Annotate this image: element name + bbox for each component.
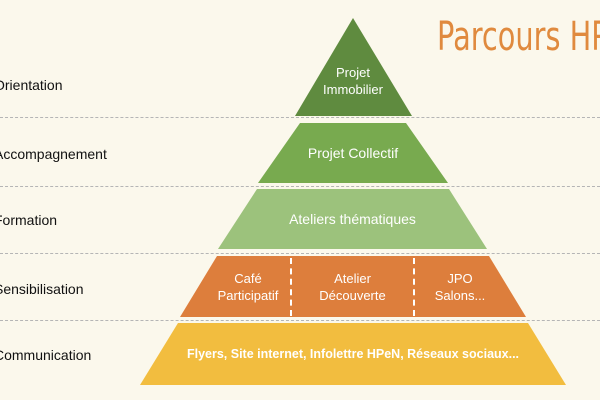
level-3-text: Ateliers thématiques — [289, 210, 416, 227]
level-4-divider — [290, 258, 292, 316]
separator-line — [0, 117, 600, 118]
pyramid-level-5 — [140, 323, 566, 385]
level-1-line: Projet — [336, 65, 370, 80]
category-orientation: Orientation — [0, 77, 63, 93]
level-4-line: Participatif — [217, 287, 279, 303]
level-1-text: Projet Immobilier — [300, 64, 406, 98]
pyramid-level-1 — [295, 18, 412, 116]
level-4-cafe-participatif: Café Participatif — [205, 256, 291, 317]
level-5-text: Flyers, Site internet, Infolettre HPeN, … — [186, 346, 520, 361]
level-4-line: Atelier — [334, 270, 371, 286]
level-4-line: JPO — [447, 270, 473, 286]
level-4-divider — [413, 258, 415, 316]
level-4-line: Café — [234, 270, 262, 286]
diagram-title: Parcours HPe — [437, 14, 600, 60]
separator-line — [0, 320, 600, 321]
pyramid-level-4 — [180, 256, 526, 317]
separator-line — [0, 253, 600, 254]
pyramid-level-3 — [218, 189, 487, 249]
category-formation: Formation — [0, 212, 58, 228]
pyramid-level-2 — [258, 123, 448, 183]
category-sensibilisation: Sensibilisation — [0, 281, 84, 297]
level-2-text: Projet Collectif — [307, 144, 399, 161]
level-4-line: Découverte — [319, 287, 386, 303]
category-accompagnement: Accompagnement — [0, 146, 107, 162]
level-1-line: Immobilier — [323, 82, 383, 97]
level-4-atelier-decouverte: Atelier Découverte — [292, 256, 413, 317]
separator-line — [0, 186, 600, 187]
level-4-jpo-salons: JPO Salons... — [415, 256, 505, 317]
level-4-line: Salons... — [434, 287, 486, 303]
category-communication: Communication — [0, 347, 92, 363]
